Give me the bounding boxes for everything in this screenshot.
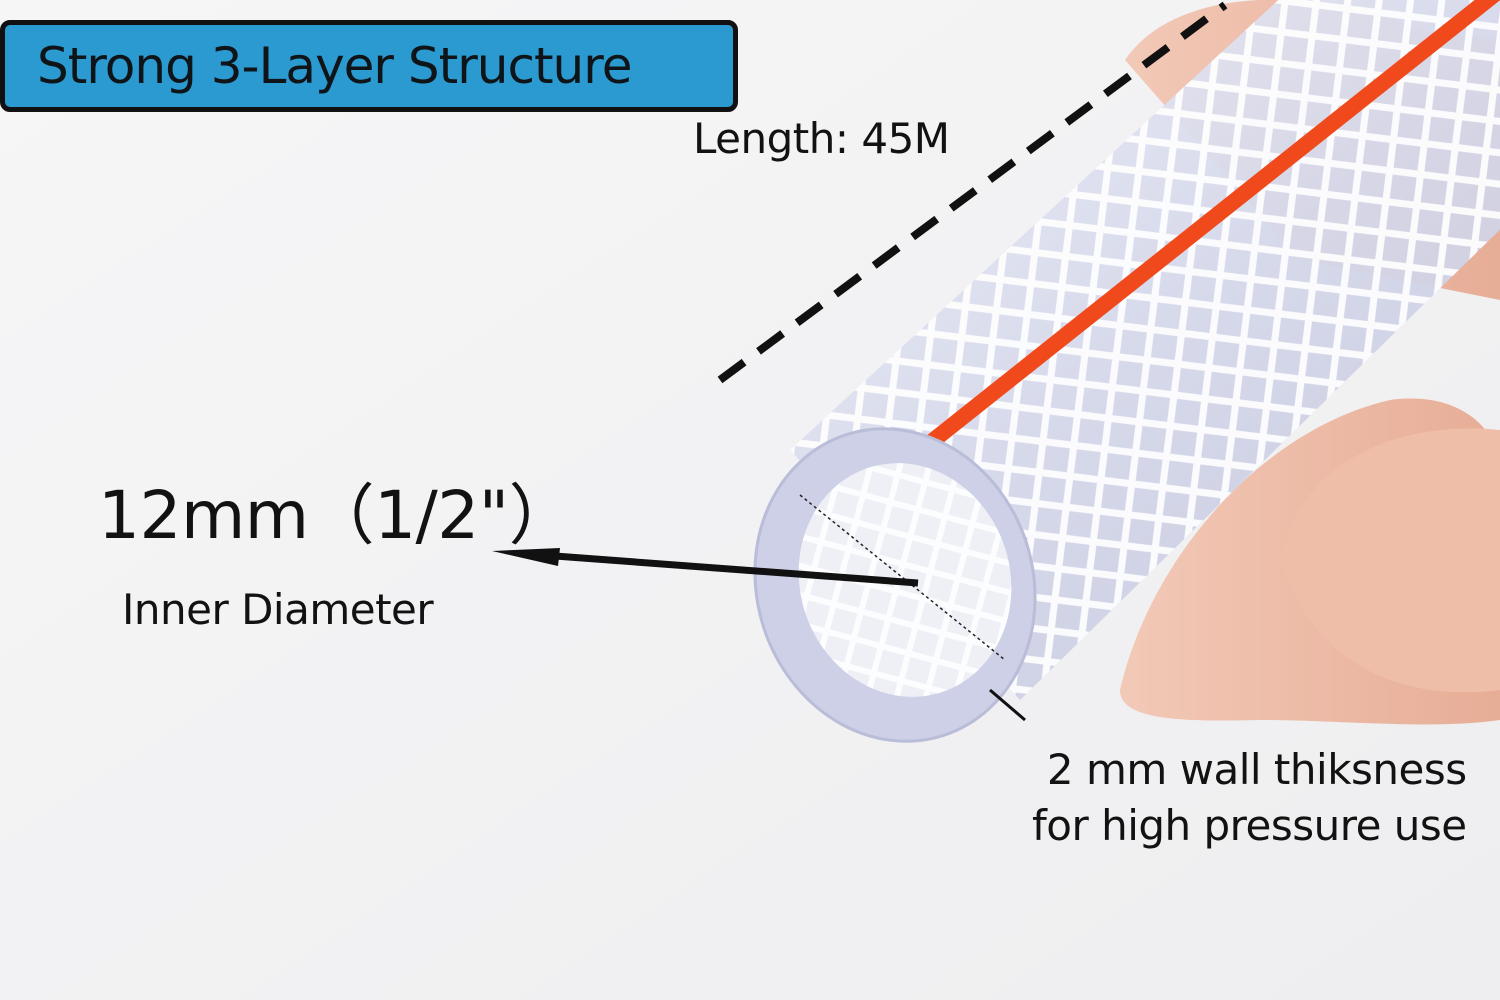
wall-line-1: 2 mm wall thiksness bbox=[1046, 745, 1467, 794]
length-label: Length: 45M bbox=[693, 114, 950, 163]
hose-end bbox=[753, 427, 1040, 743]
banner-title: Strong 3-Layer Structure bbox=[37, 37, 632, 95]
arrow-left-icon bbox=[492, 548, 919, 587]
wall-pointer bbox=[989, 688, 1026, 722]
dashed-line-icon bbox=[717, 1, 1228, 384]
diameter-caption: Inner Diameter bbox=[122, 585, 434, 634]
hose-stripe bbox=[910, 0, 1500, 462]
diameter-value: 12mm（1/2"） bbox=[98, 477, 575, 554]
wall-line-2: for high pressure use bbox=[1032, 801, 1467, 850]
title-banner: Strong 3-Layer Structure bbox=[0, 20, 738, 112]
diameter-guide bbox=[799, 494, 1006, 661]
wall-thickness-label: 2 mm wall thiksness for high pressure us… bbox=[1032, 742, 1467, 854]
thumb-shape bbox=[1280, 428, 1500, 693]
